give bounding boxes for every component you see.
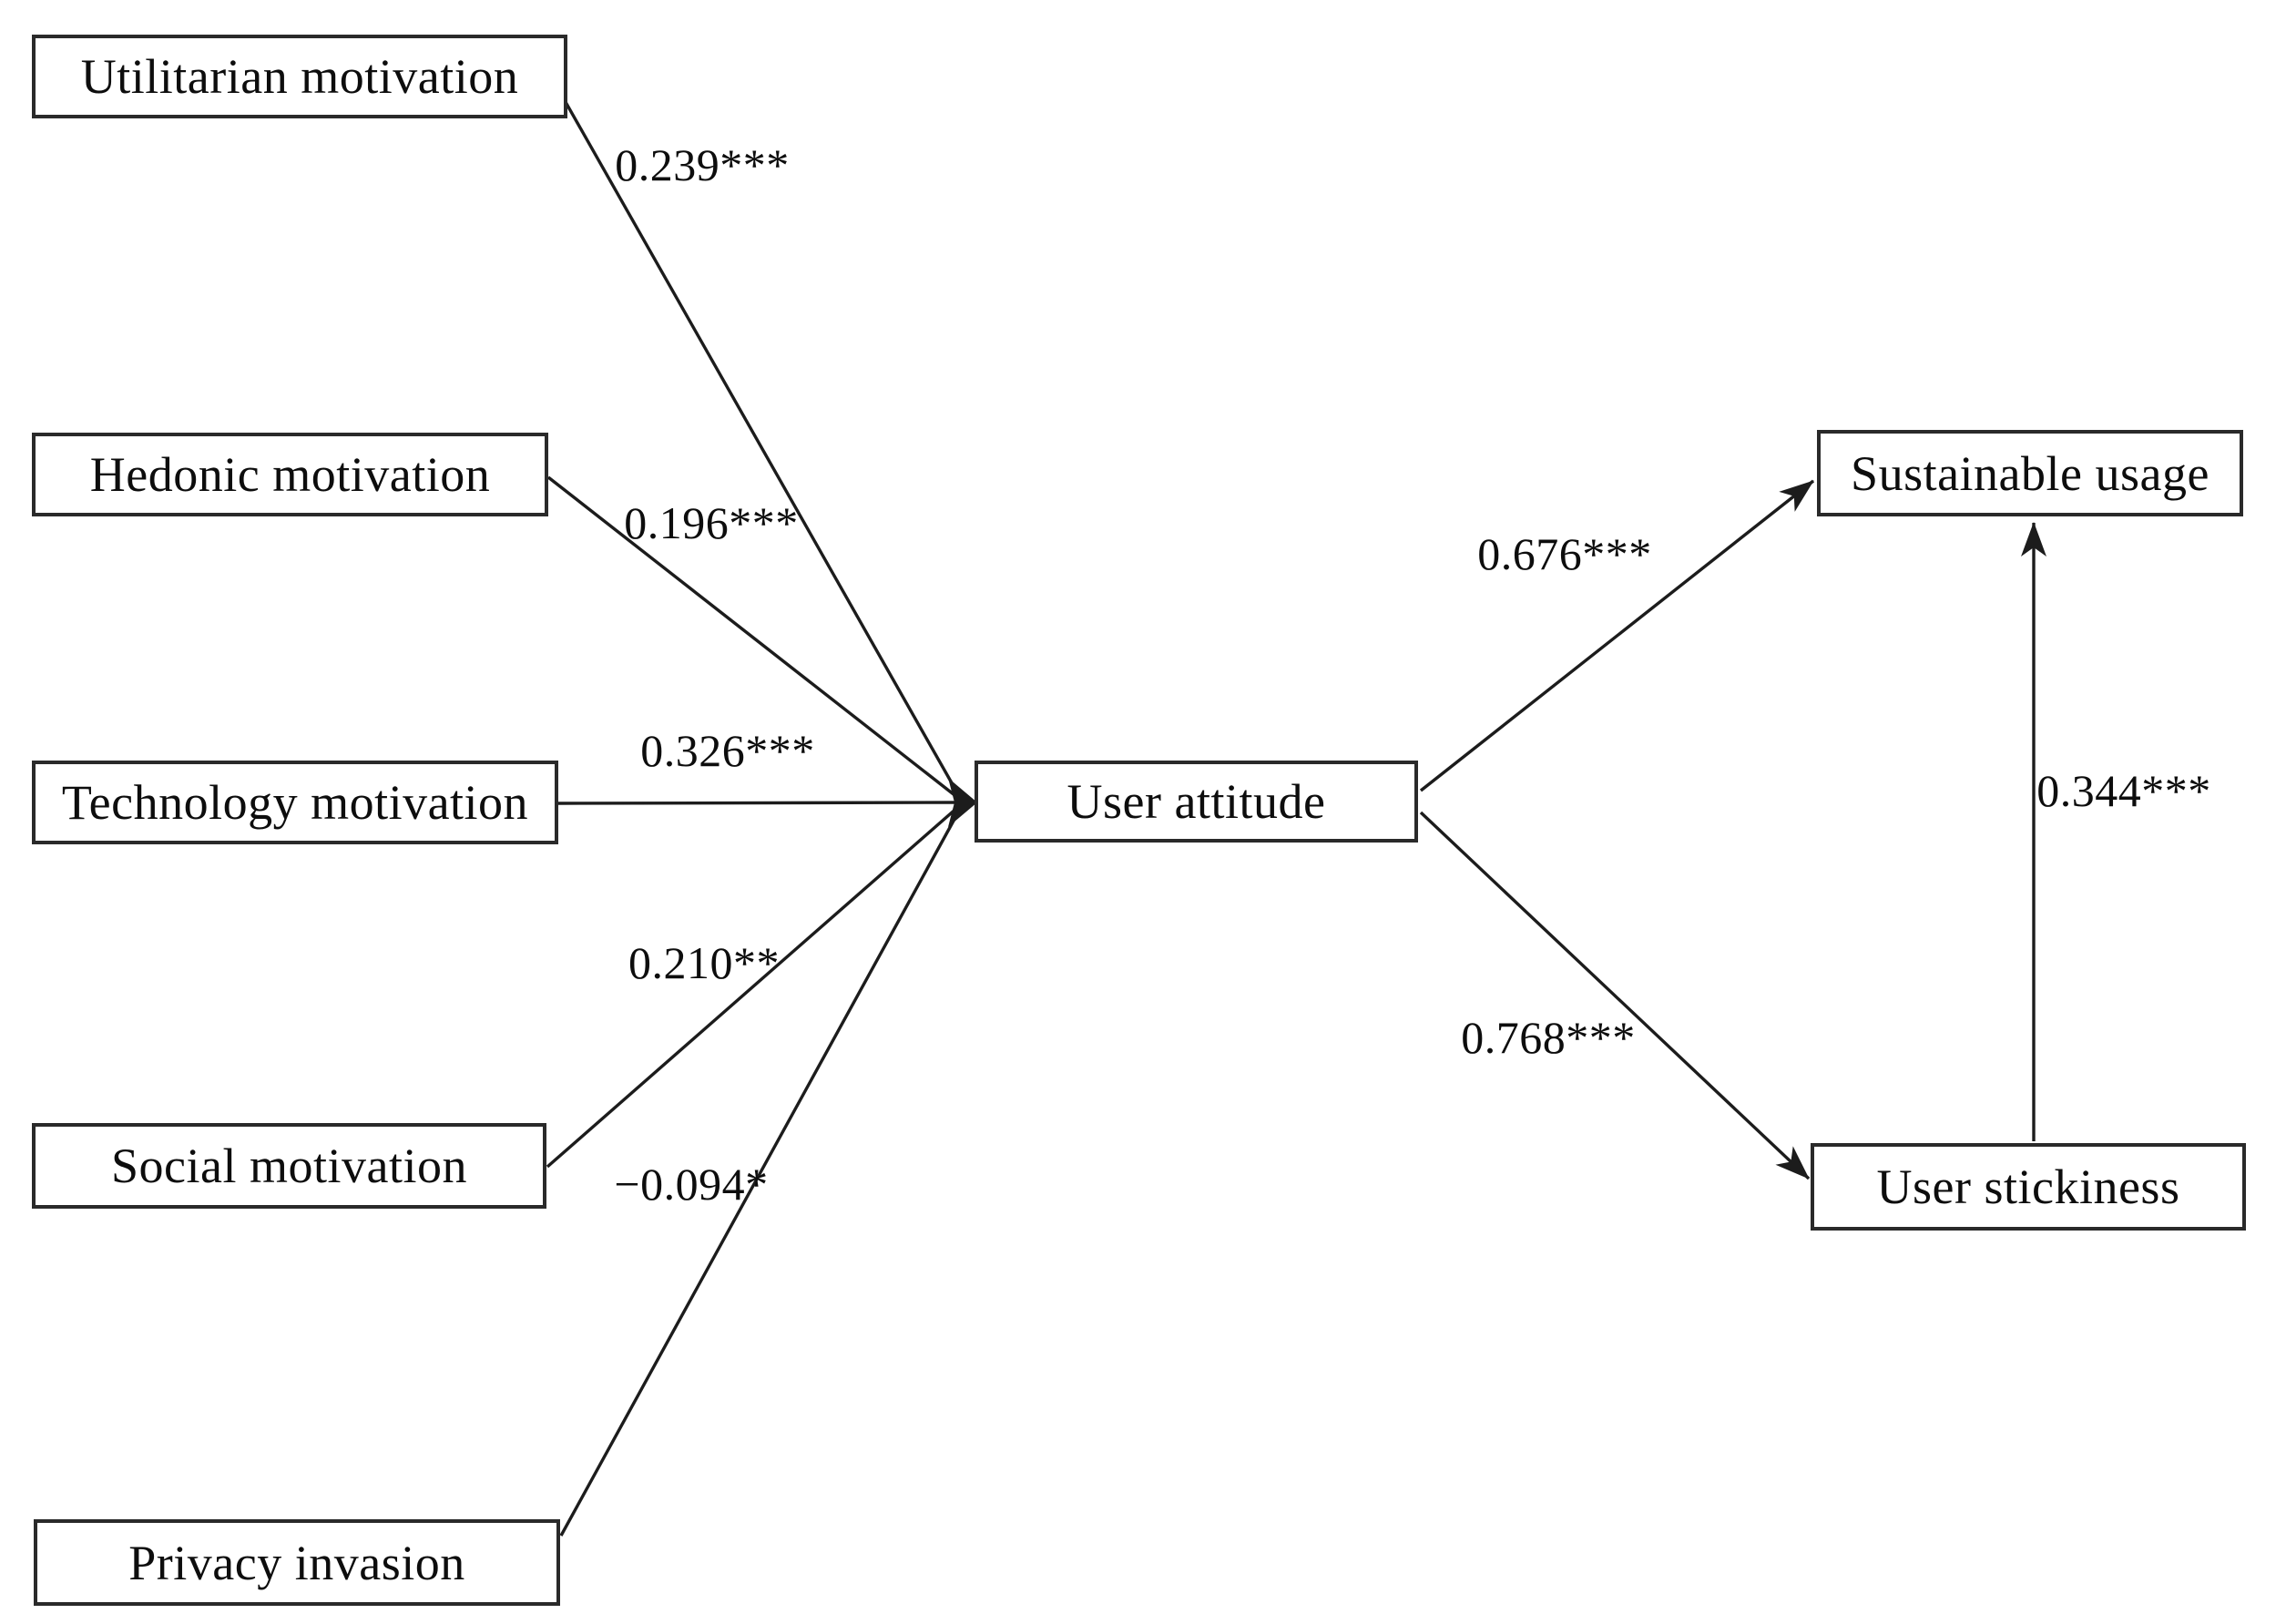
node-user-stickiness-label: User stickiness — [1876, 1159, 2180, 1214]
edge-label-utilitarian-to-attitude: 0.239*** — [615, 139, 790, 190]
node-hedonic-motivation-label: Hedonic motivation — [89, 447, 491, 502]
node-technology-motivation: Technology motivation — [32, 761, 558, 844]
edge-label-hedonic-to-attitude: 0.196*** — [624, 497, 799, 548]
node-user-attitude-label: User attitude — [1066, 774, 1326, 829]
edge-attitude-to-stickiness — [1419, 811, 1811, 1180]
edge-utilitarian-to-attitude — [560, 95, 960, 795]
node-user-attitude: User attitude — [975, 761, 1418, 843]
node-privacy-invasion-label: Privacy invasion — [128, 1535, 465, 1590]
edge-label-privacy-to-attitude: −0.094* — [614, 1159, 769, 1210]
edge-label-attitude-to-stickiness: 0.768*** — [1461, 1012, 1636, 1063]
edge-technology-to-attitude — [557, 801, 961, 805]
edge-label-stickiness-to-sustainable: 0.344*** — [2036, 765, 2211, 816]
edge-attitude-to-sustainable — [1419, 479, 1815, 792]
node-sustainable-usage-label: Sustainable usage — [1851, 445, 2209, 501]
edge-label-social-to-attitude: 0.210** — [628, 937, 780, 988]
node-social-motivation-label: Social motivation — [111, 1139, 467, 1193]
node-sustainable-usage: Sustainable usage — [1817, 430, 2243, 516]
node-social-motivation: Social motivation — [32, 1123, 546, 1209]
node-technology-motivation-label: Technology motivation — [61, 775, 529, 830]
edge-label-technology-to-attitude: 0.326*** — [640, 725, 815, 776]
convergence-arrowhead — [948, 778, 977, 827]
edge-hedonic-to-attitude — [546, 475, 960, 800]
node-privacy-invasion: Privacy invasion — [34, 1519, 560, 1606]
edge-label-attitude-to-sustainable: 0.676*** — [1477, 528, 1652, 579]
edge-social-to-attitude — [546, 805, 960, 1169]
node-user-stickiness: User stickiness — [1811, 1143, 2246, 1231]
node-hedonic-motivation: Hedonic motivation — [32, 433, 548, 516]
edge-privacy-to-attitude — [559, 812, 960, 1537]
node-utilitarian-motivation: Utilitarian motivation — [32, 35, 567, 118]
node-utilitarian-motivation-label: Utilitarian motivation — [80, 49, 519, 104]
